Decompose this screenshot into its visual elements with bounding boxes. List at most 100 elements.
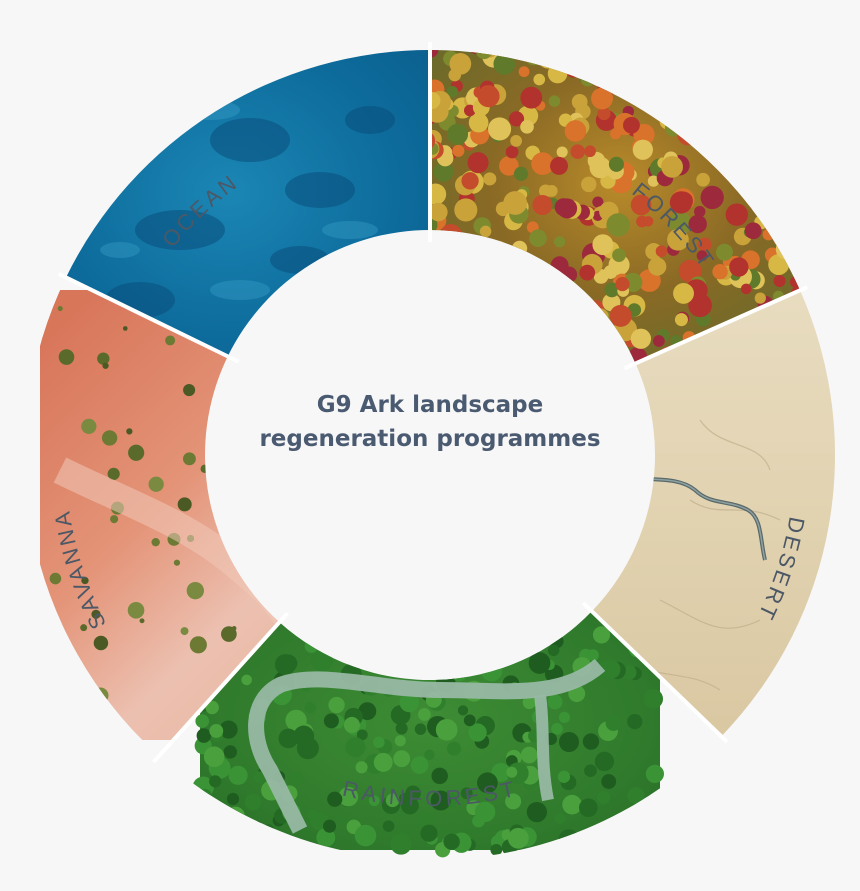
rainforest-canopy-texture (424, 618, 444, 638)
rainforest-canopy-texture (354, 824, 377, 847)
savanna-tree-texture (189, 636, 207, 654)
forest-canopy-texture (673, 282, 694, 304)
rainforest-canopy-texture (203, 746, 225, 768)
segment-separator (152, 611, 289, 764)
forest-canopy-texture (597, 107, 611, 121)
forest-canopy-texture (784, 125, 800, 149)
rainforest-canopy-texture (203, 816, 225, 838)
forest-canopy-texture (760, 165, 772, 177)
rainforest-canopy-texture (480, 659, 503, 682)
forest-canopy-texture (430, 280, 454, 304)
savanna-tree-texture (52, 681, 68, 697)
rainforest-canopy-texture (226, 806, 245, 825)
forest-canopy-texture (792, 257, 800, 271)
savanna-tree-texture (278, 364, 280, 370)
rainforest-canopy-texture (558, 731, 580, 753)
forest-canopy-texture (545, 185, 558, 197)
savanna-tree-texture (81, 576, 89, 585)
forest-canopy-texture (533, 73, 546, 86)
savanna-tree-texture (58, 349, 75, 365)
rainforest-canopy-texture (526, 801, 548, 823)
rainforest-canopy-texture (457, 705, 469, 716)
rainforest-canopy-texture (278, 728, 299, 749)
forest-canopy-texture (592, 196, 604, 208)
rainforest-canopy-texture (528, 652, 551, 674)
forest-canopy-texture (570, 144, 585, 159)
rainforest-canopy-texture (520, 611, 543, 616)
forest-canopy-texture (644, 50, 663, 61)
forest-canopy-texture (768, 254, 790, 275)
forest-canopy-texture (467, 152, 489, 174)
rainforest-canopy-texture (463, 714, 476, 727)
forest-canopy-texture (647, 175, 660, 187)
rainforest-canopy-texture (427, 659, 442, 675)
forest-canopy-texture (794, 229, 800, 246)
rainforest-canopy-texture (373, 736, 385, 749)
forest-canopy-texture (553, 236, 566, 248)
rainforest-canopy-texture (474, 801, 496, 823)
rainforest-canopy-texture (241, 674, 252, 686)
forest-canopy-texture (688, 214, 707, 234)
forest-canopy-texture (775, 238, 797, 260)
forest-canopy-texture (753, 126, 765, 139)
forest-canopy-texture (693, 50, 706, 51)
savanna-tree-texture (231, 626, 237, 631)
forest-canopy-texture (519, 274, 542, 297)
forest-canopy-texture (600, 55, 623, 78)
forest-canopy-texture (697, 237, 712, 252)
rainforest-canopy-texture (311, 649, 334, 672)
rainforest-canopy-texture (418, 708, 431, 721)
forest-canopy-texture (699, 64, 721, 86)
forest-canopy-texture (781, 33, 797, 49)
savanna-tree-texture (66, 673, 74, 681)
forest-canopy-texture (796, 147, 800, 168)
forest-canopy-texture (608, 71, 632, 95)
rainforest-canopy-texture (506, 766, 518, 778)
forest-canopy-texture (491, 341, 506, 355)
forest-canopy-texture (579, 264, 596, 281)
forest-canopy-texture (506, 334, 522, 350)
forest-canopy-texture (716, 127, 736, 146)
savanna-tree-texture (101, 430, 118, 446)
rainforest-canopy-texture (390, 833, 412, 855)
forest-canopy-texture (612, 248, 626, 263)
forest-canopy-texture (592, 308, 609, 325)
forest-canopy-texture (592, 338, 615, 361)
forest-canopy-texture (731, 74, 747, 90)
forest-canopy-texture (632, 139, 653, 160)
forest-canopy-texture (704, 85, 717, 98)
rainforest-canopy-texture (376, 649, 395, 667)
forest-canopy-texture (444, 276, 464, 296)
rainforest-canopy-texture (522, 695, 536, 710)
rainforest-canopy-texture (562, 794, 582, 815)
rainforest-canopy-texture (547, 644, 560, 657)
forest-canopy-texture (571, 93, 588, 110)
forest-canopy-texture (599, 341, 623, 364)
forest-canopy-texture (476, 308, 493, 325)
forest-canopy-texture (581, 176, 597, 193)
savanna-tree-texture (291, 366, 298, 373)
rainforest-canopy-texture (196, 728, 212, 743)
forest-canopy-texture (520, 287, 543, 309)
forest-canopy-texture (515, 275, 528, 288)
rainforest-canopy-texture (239, 832, 259, 852)
savanna-tree-texture (60, 670, 76, 685)
forest-canopy-texture (667, 228, 689, 251)
savanna-tree-texture (54, 651, 62, 658)
savanna-tree-texture (127, 601, 145, 619)
forest-canopy-texture (529, 229, 547, 248)
forest-canopy-texture (493, 53, 516, 75)
rainforest-canopy-texture (335, 595, 346, 606)
savanna-tree-texture (287, 455, 297, 465)
forest-canopy-texture (802, 39, 823, 60)
rainforest-canopy-texture (424, 749, 435, 760)
forest-canopy-texture (477, 85, 500, 108)
rainforest-canopy-texture (520, 746, 538, 764)
forest-canopy-texture (603, 265, 618, 279)
forest-canopy-texture (729, 257, 749, 277)
rainforest-canopy-texture (385, 646, 400, 661)
forest-canopy-texture (643, 74, 659, 90)
rainforest-canopy-texture (358, 702, 377, 721)
forest-canopy-texture (505, 145, 519, 159)
forest-canopy-texture (764, 143, 779, 157)
